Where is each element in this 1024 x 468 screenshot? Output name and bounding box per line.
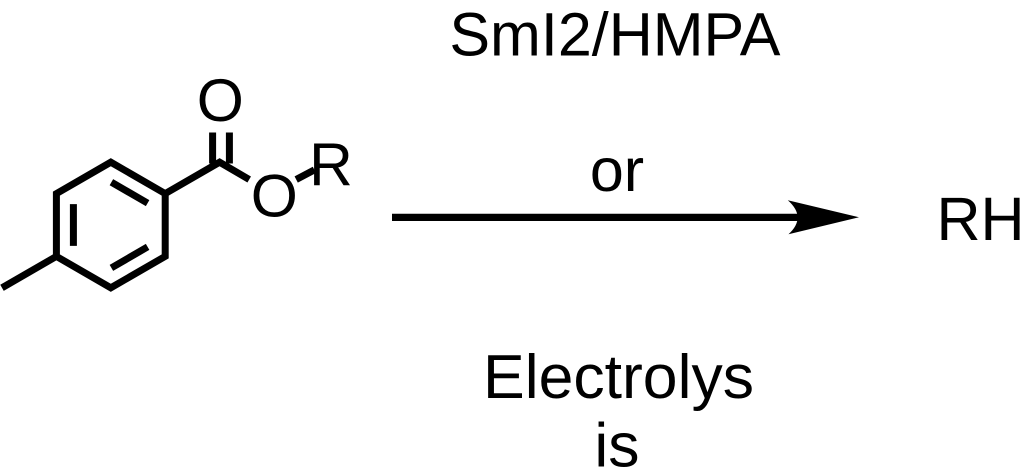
svg-text:O: O [197, 66, 244, 134]
svg-text:R: R [309, 131, 353, 199]
svg-text:Electrolys: Electrolys [483, 342, 754, 412]
svg-text:is: is [594, 410, 639, 468]
svg-text:or: or [590, 136, 644, 204]
svg-text:O: O [251, 162, 298, 230]
svg-text:SmI2/HMPA: SmI2/HMPA [449, 0, 780, 68]
svg-text:RH: RH [936, 185, 1024, 253]
